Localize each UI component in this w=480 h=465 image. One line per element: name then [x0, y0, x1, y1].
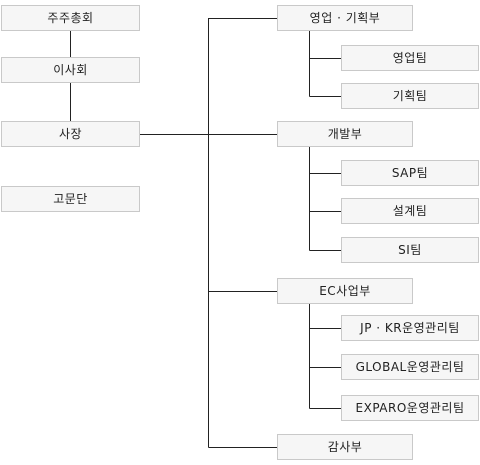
box-team-global-ops: GLOBAL운영관리팀: [341, 354, 479, 380]
box-dept-development: 개발부: [277, 121, 413, 147]
box-dept-sales-planning: 영업 · 기획부: [277, 5, 413, 31]
box-board: 이사회: [1, 57, 140, 83]
box-advisors: 고문단: [1, 186, 140, 212]
box-dept-ec-business: EC사업부: [277, 278, 413, 304]
box-team-si: SI팀: [341, 237, 479, 263]
box-team-exparo-ops: EXPARO운영관리팀: [341, 395, 479, 421]
box-team-planning: 기획팀: [341, 83, 479, 109]
box-team-sap: SAP팀: [341, 160, 479, 186]
box-team-sales: 영업팀: [341, 45, 479, 71]
box-dept-audit: 감사부: [277, 434, 413, 460]
box-team-jp-kr-ops: JP · KR운영관리팀: [341, 315, 479, 341]
box-shareholders: 주주총회: [1, 5, 140, 31]
box-ceo: 사장: [1, 121, 140, 147]
box-team-design: 설계팀: [341, 198, 479, 224]
